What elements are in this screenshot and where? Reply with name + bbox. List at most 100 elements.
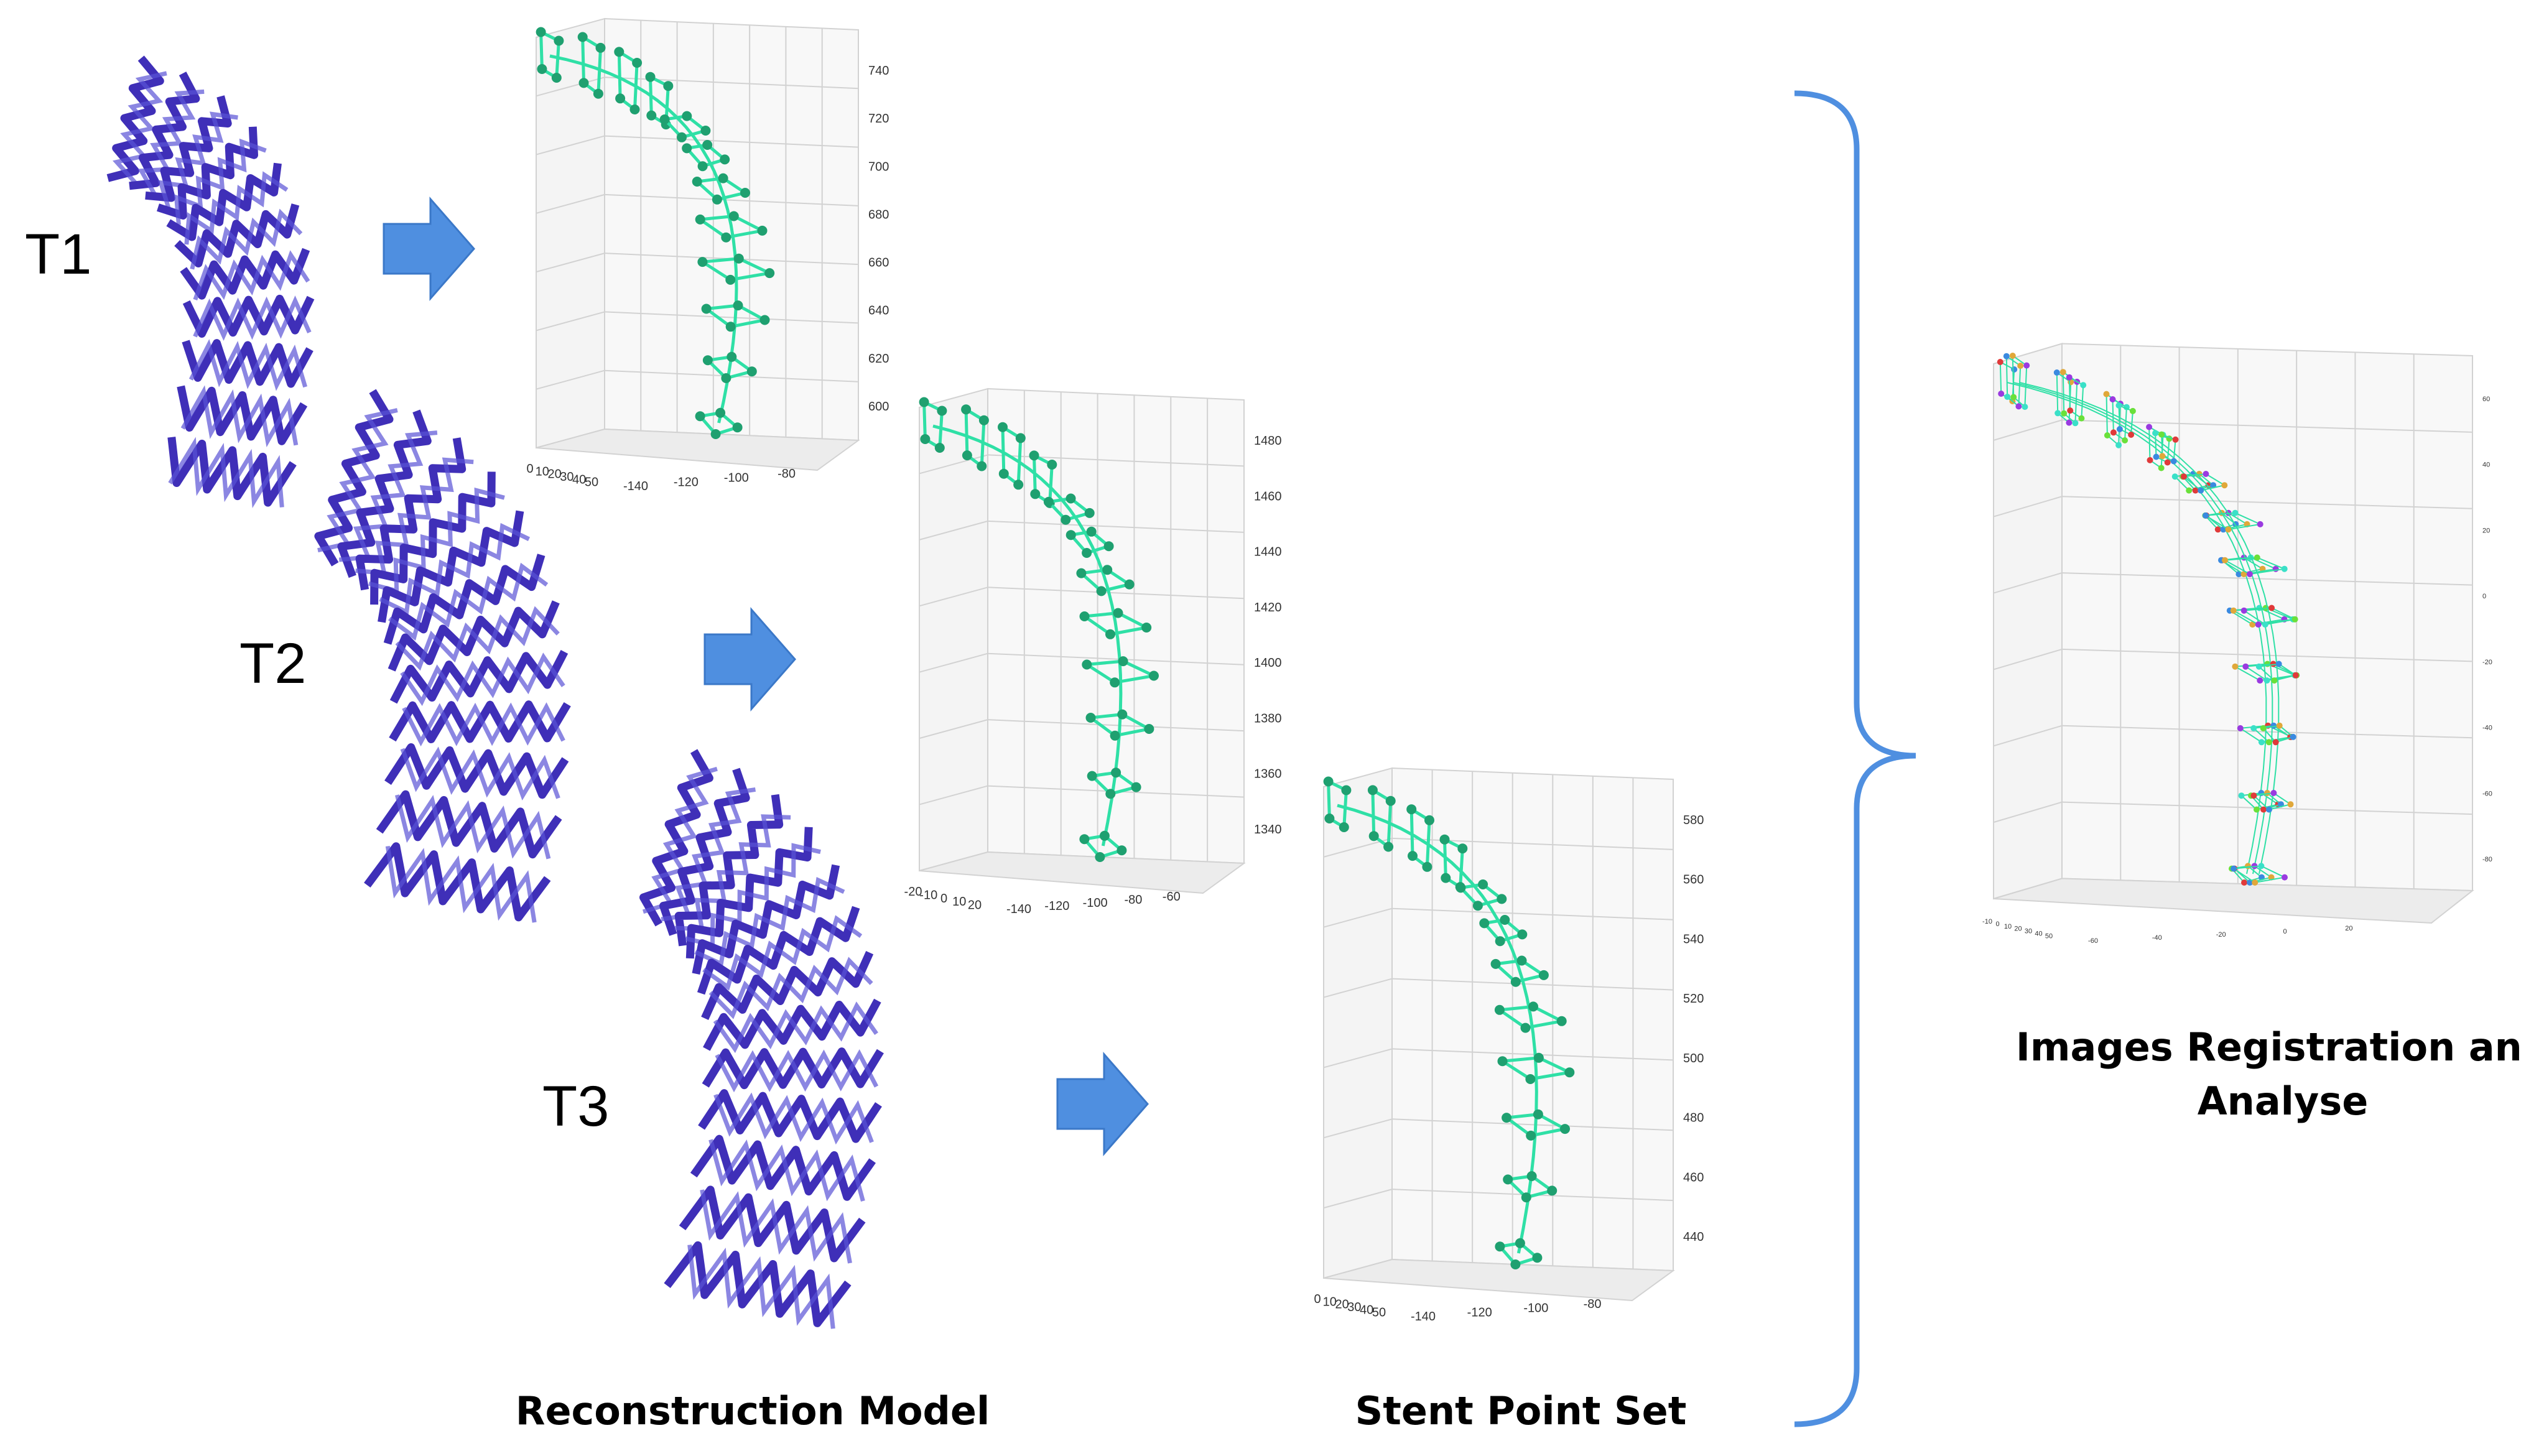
stent-point <box>2265 739 2272 746</box>
stent-point <box>2023 362 2030 369</box>
stent-point <box>1047 460 1057 470</box>
stent-point <box>1526 1130 1536 1141</box>
stent-point <box>1528 1001 1538 1012</box>
y-tick-label: -20 <box>904 885 922 899</box>
stent-point <box>2225 526 2232 533</box>
z-tick-label: 1460 <box>1254 489 1282 503</box>
stent-point <box>977 461 987 471</box>
z-tick-label: 1480 <box>1254 434 1282 448</box>
stent-point <box>2116 426 2123 432</box>
y-tick-label: 50 <box>585 476 598 489</box>
time-label-T2: T2 <box>239 632 306 695</box>
stent-point <box>2015 403 2022 410</box>
z-tick-label: 60 <box>2482 396 2490 403</box>
stent-point <box>1406 804 1417 815</box>
arrow-icon <box>383 197 475 301</box>
stent-point <box>2238 792 2245 799</box>
stent-point <box>2214 526 2221 533</box>
grid-line <box>536 311 605 332</box>
y-tick-label: 50 <box>1372 1306 1386 1320</box>
stent-ring <box>180 248 310 300</box>
stent-point <box>1131 782 1141 792</box>
grid-line <box>1993 572 2063 594</box>
grid-line <box>1323 978 1393 998</box>
x-tick-label: -140 <box>1006 902 1031 916</box>
stent-ring <box>182 339 313 388</box>
stent-mesh-T3 <box>639 749 884 1329</box>
stent-point <box>1087 771 1097 781</box>
stent-point <box>2104 432 2110 438</box>
x-tick-label: -100 <box>1523 1302 1548 1315</box>
stent-ring-back <box>674 814 791 932</box>
stent-ring-back <box>395 606 560 671</box>
stent-point <box>1105 789 1116 799</box>
stent-point <box>2153 453 2160 460</box>
y-tick-label: 50 <box>2045 932 2053 940</box>
y-tick-label: 20 <box>547 468 561 481</box>
stent-ring-back <box>368 487 505 594</box>
stent-point <box>2009 353 2016 359</box>
stent-point <box>2147 457 2153 463</box>
stent-point <box>1368 831 1379 842</box>
grid-line <box>1391 1048 1674 1061</box>
stent-ring-back <box>708 1139 865 1202</box>
stent-point <box>1495 1241 1505 1252</box>
y-tick-label: 0 <box>1995 920 1999 928</box>
stent-point <box>2287 801 2294 808</box>
stent-ring-back <box>188 339 308 391</box>
stent-point <box>2198 487 2204 494</box>
stent-point <box>2158 431 2165 438</box>
stent-point <box>764 268 775 279</box>
stent-point <box>1556 1016 1567 1026</box>
stent-point <box>2275 661 2282 667</box>
stent-point <box>2270 790 2277 796</box>
z-tick-label: 0 <box>2482 593 2486 600</box>
stent-ring-back <box>379 522 531 616</box>
stent-point <box>2158 465 2165 471</box>
stent-ring-back <box>355 457 474 575</box>
stent-point <box>1117 709 1128 720</box>
stent-ring <box>182 294 315 338</box>
z-tick-label: 1340 <box>1254 823 1282 837</box>
stent-point <box>629 104 640 114</box>
stent-point <box>1422 861 1432 872</box>
stent-point <box>2192 487 2199 494</box>
z-tick-label: 680 <box>868 208 889 221</box>
stent-point <box>2240 607 2247 614</box>
stent-point <box>2203 512 2209 519</box>
y-tick-label: 0 <box>940 892 947 906</box>
stent-point <box>2004 394 2011 400</box>
stent-ring <box>145 95 232 202</box>
stent-ring-back <box>184 171 289 245</box>
x-tick-label: 20 <box>2345 925 2352 932</box>
grid-line <box>604 193 859 206</box>
stent-point <box>1113 608 1123 618</box>
stent-point <box>1520 1022 1531 1033</box>
stent-point <box>2257 521 2263 527</box>
grid-line <box>1993 801 2063 823</box>
stent-point <box>728 211 739 221</box>
stent-ring-back <box>338 430 438 562</box>
stent-point <box>1111 767 1121 778</box>
grid-line <box>536 369 605 390</box>
stent-point <box>2281 565 2288 572</box>
x-tick-label: -60 <box>2088 937 2098 945</box>
stent-point <box>1085 713 1096 723</box>
stent-point <box>2260 806 2267 813</box>
z-tick-label: 520 <box>1683 992 1704 1006</box>
centerline <box>2007 382 2267 874</box>
y-tick-label: 10 <box>952 895 966 909</box>
stent-point <box>2072 420 2079 427</box>
stent-point <box>2282 874 2288 881</box>
stent-point <box>1015 433 1026 443</box>
stent-point <box>2241 879 2247 886</box>
stent-point <box>2251 863 2258 869</box>
stent-point <box>1500 915 1510 925</box>
stent-point <box>1066 530 1076 540</box>
stent-point <box>2067 407 2074 414</box>
T1-point-plot: 740720700680660640620600-140-120-100-800… <box>526 17 889 493</box>
stent-ring <box>167 437 297 507</box>
stent-point <box>2237 725 2244 731</box>
stent-point <box>1339 822 1349 832</box>
